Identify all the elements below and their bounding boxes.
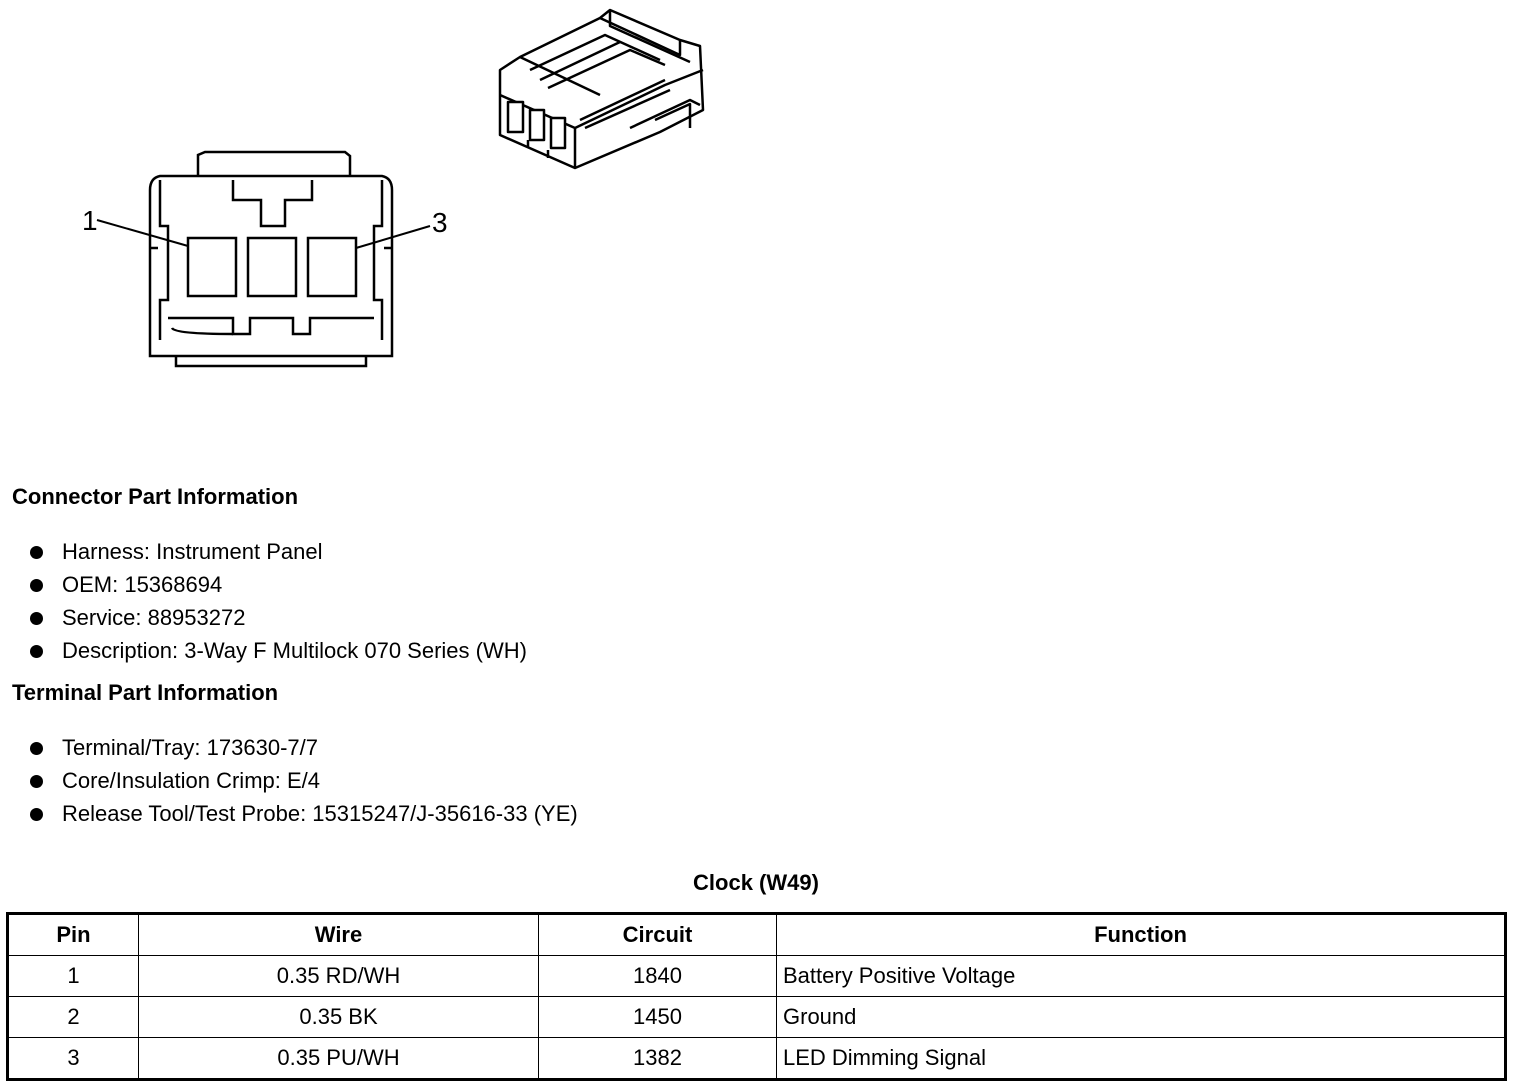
list-item: Harness: Instrument Panel <box>28 535 527 568</box>
list-item: Description: 3-Way F Multilock 070 Serie… <box>28 634 527 667</box>
pin-cavity-2 <box>246 236 298 298</box>
cell-pin: 2 <box>7 996 139 1038</box>
cell-function: Ground <box>776 996 1506 1038</box>
cell-circuit: 1382 <box>538 1037 777 1080</box>
table-row: 2 0.35 BK 1450 Ground <box>7 996 1506 1038</box>
column-header-pin: Pin <box>7 913 139 956</box>
pin-callout-3: 3 <box>432 207 448 238</box>
table-header-row: Pin Wire Circuit Function <box>7 913 1506 956</box>
terminal-info-list: Terminal/Tray: 173630-7/7 Core/Insulatio… <box>28 731 578 830</box>
table-row: 1 0.35 RD/WH 1840 Battery Positive Volta… <box>7 955 1506 997</box>
terminal-info-title: Terminal Part Information <box>12 680 279 705</box>
cell-wire: 0.35 BK <box>138 996 539 1038</box>
column-header-wire: Wire <box>138 913 539 956</box>
column-header-function: Function <box>776 913 1506 956</box>
cell-pin: 3 <box>7 1037 139 1080</box>
pin-callout-1: 1 <box>82 205 98 236</box>
pin-callouts <box>96 219 431 249</box>
pin-cavity-3 <box>306 236 358 298</box>
list-item: Release Tool/Test Probe: 15315247/J-3561… <box>28 797 578 830</box>
callout-line-1 <box>96 219 189 247</box>
connector-front-view <box>148 150 394 368</box>
cell-pin: 1 <box>7 955 139 997</box>
connector-isometric-view <box>498 8 705 170</box>
connector-diagram: 1 3 <box>0 0 760 380</box>
cell-circuit: 1450 <box>538 996 777 1038</box>
cell-wire: 0.35 RD/WH <box>138 955 539 997</box>
connector-info-list: Harness: Instrument Panel OEM: 15368694 … <box>28 535 527 667</box>
pin-cavity-1 <box>186 236 238 298</box>
callout-line-3 <box>355 225 431 249</box>
list-item: OEM: 15368694 <box>28 568 527 601</box>
cell-function: LED Dimming Signal <box>776 1037 1506 1080</box>
cell-wire: 0.35 PU/WH <box>138 1037 539 1080</box>
table-title: Clock (W49) <box>693 870 819 895</box>
column-header-circuit: Circuit <box>538 913 777 956</box>
pinout-table: Pin Wire Circuit Function 1 0.35 RD/WH 1… <box>6 912 1507 1081</box>
list-item: Core/Insulation Crimp: E/4 <box>28 764 578 797</box>
table-row: 3 0.35 PU/WH 1382 LED Dimming Signal <box>7 1037 1506 1080</box>
cell-function: Battery Positive Voltage <box>776 955 1506 997</box>
cell-circuit: 1840 <box>538 955 777 997</box>
list-item: Service: 88953272 <box>28 601 527 634</box>
connector-info-title: Connector Part Information <box>12 484 299 509</box>
list-item: Terminal/Tray: 173630-7/7 <box>28 731 578 764</box>
